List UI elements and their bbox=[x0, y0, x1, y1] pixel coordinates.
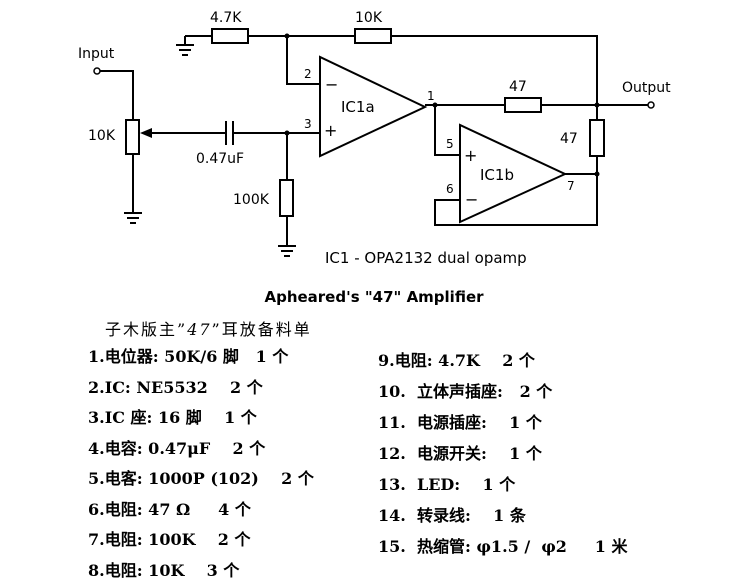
list-item: 7.电阻: 100K 2 个 bbox=[88, 525, 314, 556]
list-item: 14. 转录线: 1 条 bbox=[378, 500, 628, 531]
subtitle-model: 47 bbox=[187, 320, 211, 339]
output-label: Output bbox=[622, 80, 671, 96]
ground-symbol-top bbox=[176, 36, 194, 55]
resistor-47-shunt-label: 47 bbox=[560, 131, 578, 147]
list-item: 11. 电源插座: 1 个 bbox=[378, 407, 628, 438]
pin1-label: 1 bbox=[427, 89, 435, 103]
resistor-4-7k-label: 4.7K bbox=[210, 10, 242, 26]
subtitle-prefix: 子木版主” bbox=[105, 320, 187, 339]
parts-list-right: 9.电阻: 4.7K 2 个 10. 立体声插座: 2 个 11. 电源插座: … bbox=[378, 345, 628, 562]
list-item: 3.IC 座: 16 脚 1 个 bbox=[88, 403, 314, 434]
resistor-47-series-label: 47 bbox=[509, 79, 527, 95]
pot-wiper-arrow bbox=[140, 128, 152, 138]
resistor-47-shunt bbox=[590, 120, 604, 156]
resistor-4-7k bbox=[212, 29, 248, 43]
list-item: 5.电客: 1000P (102) 2 个 bbox=[88, 464, 314, 495]
ic1a-minus-sign: − bbox=[325, 75, 338, 94]
junction-dot bbox=[595, 103, 600, 108]
pin2-label: 2 bbox=[304, 67, 312, 81]
input-terminal bbox=[94, 68, 100, 74]
resistor-47-series bbox=[505, 98, 541, 112]
list-item: 10. 立体声插座: 2 个 bbox=[378, 376, 628, 407]
parts-list-subtitle: 子木版主”47”耳放备料单 bbox=[105, 316, 312, 340]
list-item: 12. 电源开关: 1 个 bbox=[378, 438, 628, 469]
resistor-100k-label: 100K bbox=[233, 192, 270, 208]
list-item: 2.IC: NE5532 2 个 bbox=[88, 373, 314, 404]
pin6-label: 6 bbox=[446, 182, 454, 196]
list-item: 1.电位器: 50K/6 脚 1 个 bbox=[88, 342, 314, 373]
ic1b-plus-sign: + bbox=[464, 146, 477, 165]
output-terminal bbox=[648, 102, 654, 108]
pot-label: 10K bbox=[88, 128, 116, 144]
input-wire bbox=[100, 71, 133, 120]
resistor-10k-label: 10K bbox=[355, 10, 383, 26]
input-label: Input bbox=[78, 46, 115, 62]
parts-list-left: 1.电位器: 50K/6 脚 1 个 2.IC: NE5532 2 个 3.IC… bbox=[88, 342, 314, 586]
pin5-label: 5 bbox=[446, 137, 454, 151]
ground-symbol-pot bbox=[124, 213, 142, 223]
list-item: 13. LED: 1 个 bbox=[378, 469, 628, 500]
list-item: 15. 热缩管: φ1.5 / φ2 1 米 bbox=[378, 531, 628, 562]
potentiometer bbox=[126, 120, 139, 154]
list-item: 9.电阻: 4.7K 2 个 bbox=[378, 345, 628, 376]
subtitle-suffix: ”耳放备料单 bbox=[212, 320, 312, 339]
ic1a-label: IC1a bbox=[341, 98, 375, 116]
ic1b-minus-sign: − bbox=[465, 190, 478, 209]
list-item: 8.电阻: 10K 3 个 bbox=[88, 556, 314, 586]
ic1b-label: IC1b bbox=[480, 166, 514, 184]
pin3-label: 3 bbox=[304, 117, 312, 131]
capacitor bbox=[226, 121, 233, 145]
ground-symbol-100k bbox=[278, 246, 296, 256]
pin7-label: 7 bbox=[567, 179, 575, 193]
list-item: 6.电阻: 47 Ω 4 个 bbox=[88, 495, 314, 526]
schematic-diagram: Input 10K 0.47uF 3 100K 4.7K 10K bbox=[0, 0, 748, 285]
list-item: 4.电容: 0.47μF 2 个 bbox=[88, 434, 314, 465]
resistor-100k bbox=[280, 180, 293, 216]
ic-note: IC1 - OPA2132 dual opamp bbox=[325, 249, 527, 267]
resistor-10k bbox=[355, 29, 391, 43]
circuit-title: Apheared's "47" Amplifier bbox=[0, 288, 748, 306]
ic1a-plus-sign: + bbox=[324, 121, 337, 140]
capacitor-label: 0.47uF bbox=[196, 151, 244, 167]
